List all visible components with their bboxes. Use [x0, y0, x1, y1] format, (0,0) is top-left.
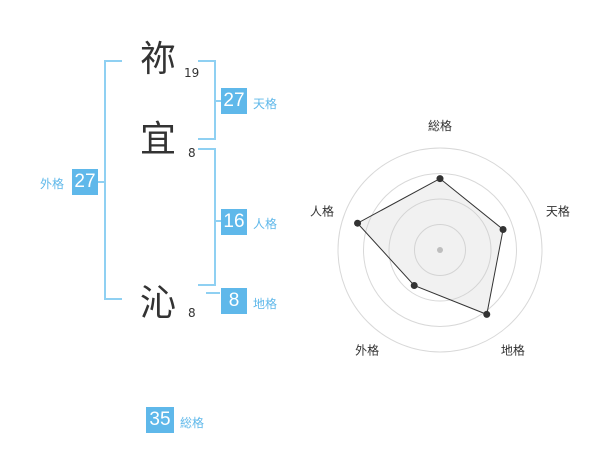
name-char-3: 沁: [140, 283, 177, 324]
radar-axis-label: 外格: [355, 342, 379, 357]
radar-point: [499, 226, 507, 234]
radar-ring: [337, 147, 543, 353]
radar-points: [354, 175, 507, 318]
radar-center-dot: [437, 247, 443, 253]
chikaku-bracket: [206, 292, 220, 300]
stroke-count-3: 8: [188, 306, 196, 320]
tenkaku-label: 天格: [253, 97, 278, 111]
radar-axis-label: 総格: [428, 118, 452, 133]
tenkaku-bracket: [198, 60, 216, 140]
radar-ring: [363, 173, 517, 327]
stroke-count-2: 8: [188, 146, 196, 160]
gaikaku-score-box: 27: [72, 169, 98, 195]
jinkaku-bracket: [198, 148, 216, 286]
radar-rings: [337, 147, 543, 353]
tenkaku-score-box: 27: [221, 88, 247, 114]
radar-ring: [414, 224, 466, 276]
jinkaku-score-box: 16: [221, 209, 247, 235]
radar-axis-label: 地格: [501, 342, 525, 357]
radar-axis-label: 天格: [546, 204, 570, 219]
radar-point: [354, 219, 362, 227]
name-char-2: 宜: [140, 119, 177, 160]
gaikaku-label: 外格: [40, 177, 65, 191]
name-char-1: 祢: [140, 39, 177, 80]
jinkaku-connector: [215, 220, 221, 222]
stroke-count-1: 19: [184, 66, 200, 80]
radar-axis-label: 人格: [310, 204, 334, 219]
radar-ring: [388, 198, 492, 302]
gaikaku-bracket: [104, 60, 122, 300]
radar-point: [483, 310, 491, 318]
chikaku-score-box: 8: [221, 288, 247, 314]
radar-point: [436, 175, 444, 183]
jinkaku-label: 人格: [253, 217, 278, 231]
chikaku-label: 地格: [253, 297, 278, 311]
soukaku-score-box: 35: [146, 407, 174, 433]
radar-point: [410, 281, 418, 289]
gaikaku-connector: [98, 181, 105, 183]
tenkaku-connector: [215, 100, 221, 102]
radar-polygon: [356, 178, 504, 316]
soukaku-label: 総格: [180, 416, 205, 430]
